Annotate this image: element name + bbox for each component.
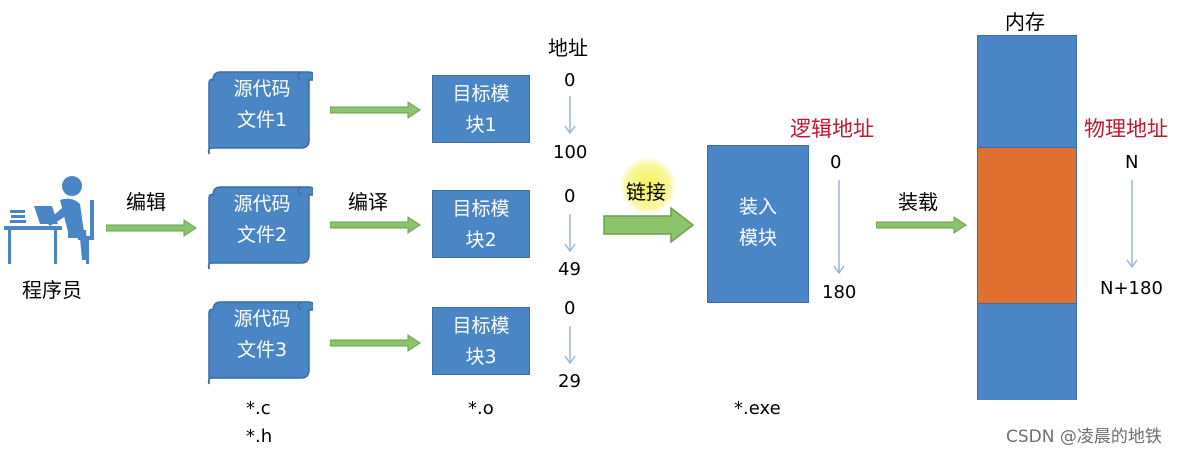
physical-address-end: N+180 <box>1100 278 1163 299</box>
module-1-start-address: 0 <box>564 70 576 91</box>
edit-arrow-icon <box>106 219 197 237</box>
object-module-3-line2: 块3 <box>465 346 497 368</box>
logical-address-arrow-icon <box>833 180 845 275</box>
source-file-2: 源代码 文件2 <box>205 185 313 270</box>
load-arrow-icon <box>876 216 967 234</box>
ext-c: *.c <box>246 398 271 419</box>
link-arrow-icon <box>603 206 695 244</box>
object-module-1-line2: 块1 <box>465 114 497 136</box>
source-file-1-line2: 文件1 <box>236 109 288 131</box>
physical-address-label: 物理地址 <box>1084 117 1168 141</box>
compile-arrow-2-icon <box>330 216 421 234</box>
module-1-end-address: 100 <box>553 142 588 163</box>
module-2-range-arrow-icon <box>564 214 576 253</box>
module-2-start-address: 0 <box>564 186 576 207</box>
memory-segment-bottom <box>978 304 1076 400</box>
source-file-2-line2: 文件2 <box>236 224 288 246</box>
source-file-1: 源代码 文件1 <box>205 70 313 155</box>
memory-segment-top <box>978 36 1076 147</box>
source-file-2-line1: 源代码 <box>233 193 291 215</box>
logical-address-end: 180 <box>822 282 857 303</box>
module-3-end-address: 29 <box>558 371 581 392</box>
source-file-1-line1: 源代码 <box>233 78 291 100</box>
edit-label: 编辑 <box>126 190 166 214</box>
ext-h: *.h <box>246 426 273 447</box>
link-highlight <box>620 158 676 214</box>
physical-address-start: N <box>1125 152 1139 173</box>
module-3-start-address: 0 <box>564 298 576 319</box>
memory-segment-program <box>978 147 1076 304</box>
compile-arrow-3-icon <box>330 334 421 352</box>
module-2-end-address: 49 <box>558 259 581 280</box>
logical-address-start: 0 <box>830 152 842 173</box>
source-file-3-line1: 源代码 <box>233 308 291 330</box>
module-3-range-arrow-icon <box>564 326 576 365</box>
compile-label: 编译 <box>348 190 388 214</box>
module-1-range-arrow-icon <box>564 96 576 135</box>
load-module-line2: 模块 <box>738 227 777 249</box>
link-label: 链接 <box>626 180 666 204</box>
memory-label: 内存 <box>1005 10 1045 34</box>
object-module-2-line2: 块2 <box>465 229 497 251</box>
object-module-2-line1: 目标模 <box>452 198 510 220</box>
object-module-2: 目标模 块2 <box>432 190 530 258</box>
object-module-3-line1: 目标模 <box>452 315 510 337</box>
programmer-icon <box>2 170 102 270</box>
object-module-1-line1: 目标模 <box>452 83 510 105</box>
programmer-label: 程序员 <box>22 278 82 302</box>
ext-o: *.o <box>468 398 494 419</box>
ext-exe: *.exe <box>734 398 781 419</box>
source-file-3-line2: 文件3 <box>236 339 288 361</box>
logical-address-label: 逻辑地址 <box>790 117 874 141</box>
load-module: 装入 模块 <box>707 145 809 303</box>
physical-address-arrow-icon <box>1126 180 1138 269</box>
load-label: 装载 <box>898 190 938 214</box>
load-module-line1: 装入 <box>738 196 777 218</box>
source-file-3: 源代码 文件3 <box>205 300 313 385</box>
address-header: 地址 <box>548 36 588 60</box>
compile-arrow-1-icon <box>330 101 421 119</box>
memory-block <box>977 35 1077 400</box>
watermark: CSDN @凌晨的地铁 <box>1006 427 1162 447</box>
object-module-1: 目标模 块1 <box>432 75 530 143</box>
object-module-3: 目标模 块3 <box>432 307 530 375</box>
